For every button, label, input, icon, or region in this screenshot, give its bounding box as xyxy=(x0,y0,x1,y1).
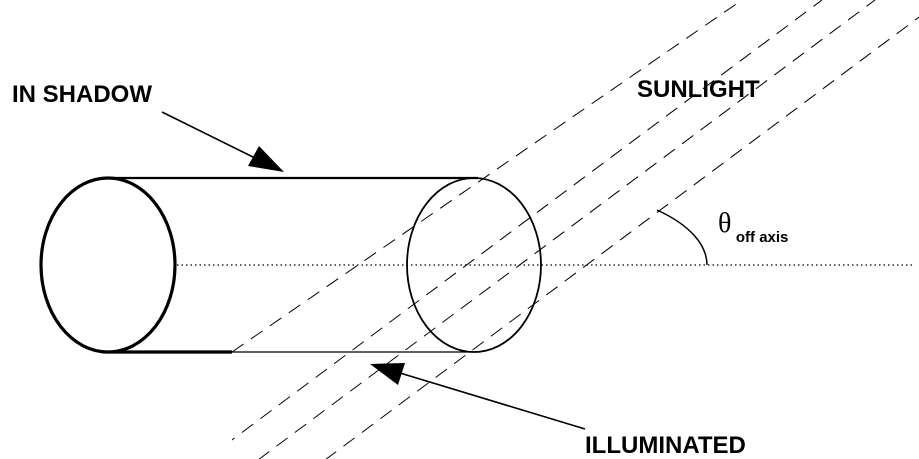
theta-symbol: θ xyxy=(718,208,731,239)
in-shadow-label: IN SHADOW xyxy=(12,81,152,108)
in-shadow-arrow xyxy=(161,111,284,172)
sunlight-ray xyxy=(231,0,743,353)
illuminated-arrow xyxy=(370,363,586,430)
cylinder-left-end xyxy=(39,176,177,354)
cylinder-right-end xyxy=(406,177,542,353)
sunlight-ray xyxy=(257,0,876,459)
theta-off-axis-label: θ off axis xyxy=(718,208,788,246)
sunlight-ray xyxy=(324,0,919,459)
sunlight-ray xyxy=(204,0,823,459)
theta-subscript: off axis xyxy=(736,229,789,246)
sunlight-label: SUNLIGHT xyxy=(637,76,760,103)
illuminated-label: ILLUMINATED xyxy=(585,432,746,459)
sunlight-rays xyxy=(204,0,919,459)
theta-angle-arc xyxy=(656,209,708,266)
